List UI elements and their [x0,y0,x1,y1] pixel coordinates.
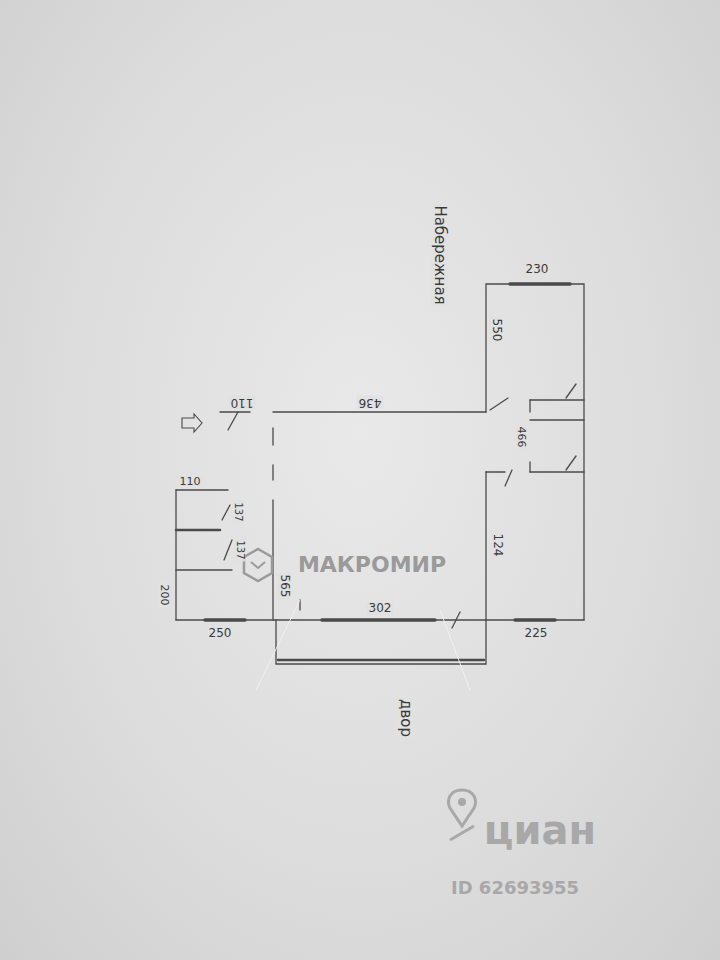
pin-icon [458,798,466,806]
dimension: 436 [357,395,384,408]
wall [486,284,584,620]
dimension: 230 [524,263,551,276]
wall [220,411,250,412]
dimension: 200 [158,583,170,608]
yard-label: двор [398,697,415,739]
dimension: 137 [235,538,246,561]
wall [530,399,584,400]
wall [273,411,486,412]
logo-icon [251,562,265,568]
wall [272,428,273,445]
balcony-rail [278,659,484,662]
wall [176,619,584,620]
watermark-line [256,600,300,690]
wall [530,419,584,420]
shelf [176,569,232,570]
street-label: Набережная [432,203,449,306]
window [322,618,435,622]
door-swing [222,505,230,520]
dimension: 137 [233,500,244,523]
door-swing [505,470,512,486]
wall [486,471,505,472]
entrance-arrow [182,414,202,432]
window [205,618,245,622]
door-swing [224,540,232,560]
pin-icon [450,826,474,840]
window [510,282,570,286]
dimension: 466 [515,425,527,450]
watermark: ID 62693955 [449,878,581,898]
pin-icon [449,790,476,826]
door-swing [566,456,576,470]
dimension: 110 [229,395,256,408]
dimension: 565 [277,573,290,600]
balcony [276,620,486,664]
door-swing [228,412,238,430]
dimension: 225 [523,627,550,640]
door-swing [566,384,576,398]
wall [529,462,530,472]
watermark-line [440,610,470,690]
watermark: МАКРОМИР [296,553,448,577]
door-swing [452,612,460,628]
wall [176,489,228,490]
wall [272,465,273,480]
dimension: 110 [178,476,203,488]
dimension: 302 [367,602,394,615]
dimension: 550 [489,317,502,344]
dimension: 250 [207,627,234,640]
logo-icon [244,549,272,581]
shelf [176,529,220,532]
wall [175,490,176,620]
door-swing [490,398,508,410]
watermark: циан [482,808,598,852]
wall [530,471,584,472]
wall [485,472,486,620]
window [515,618,555,622]
dimension: 124 [490,532,503,559]
wall [529,400,530,412]
